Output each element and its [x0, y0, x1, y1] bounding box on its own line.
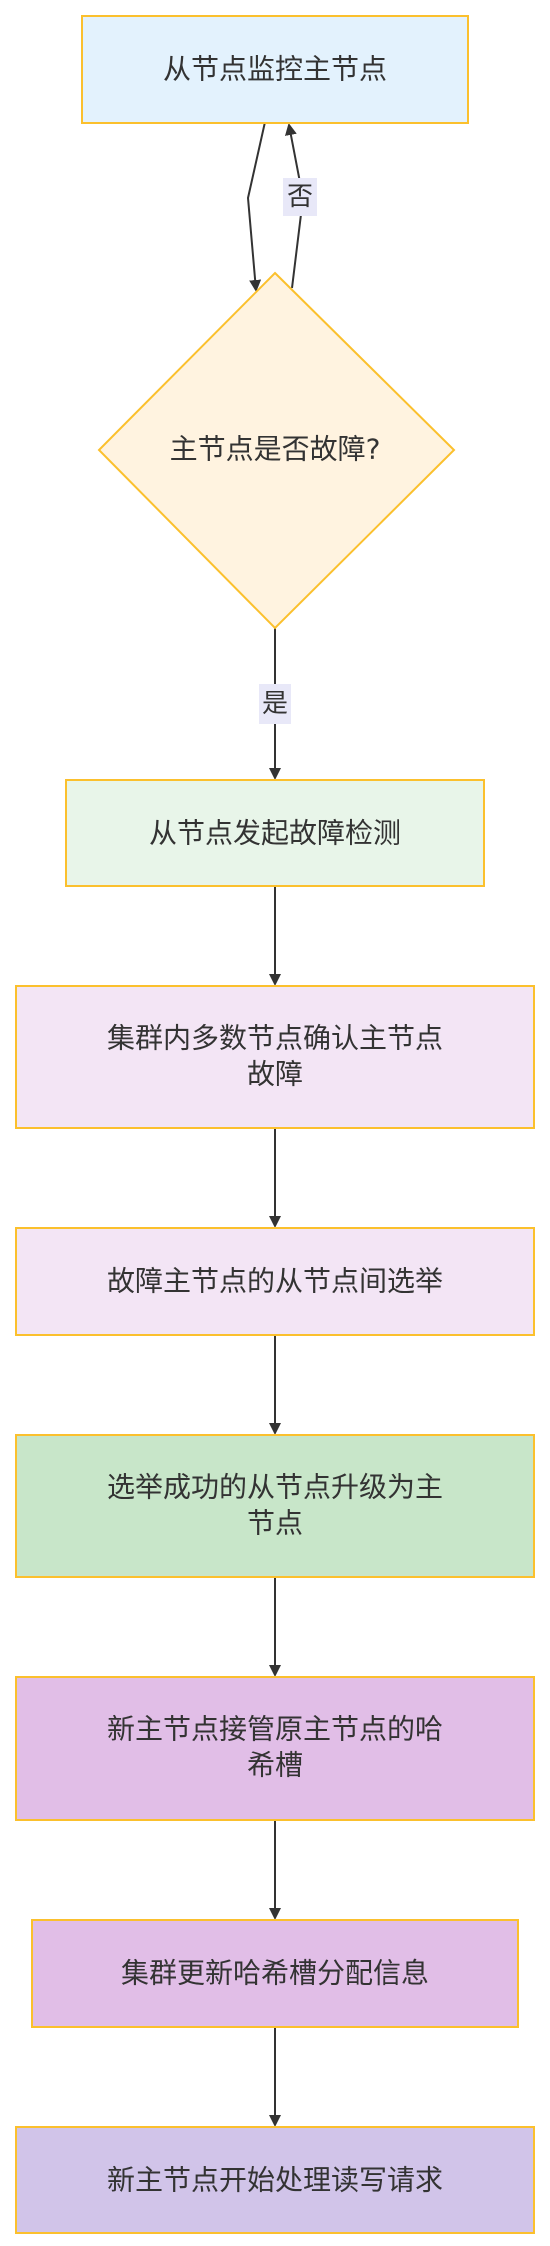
node-serve: 新主节点开始处理读写请求	[15, 2126, 535, 2234]
edge-labels: 否 是	[259, 178, 317, 724]
node-confirm-label-line-2: 故障	[247, 1058, 303, 1091]
edge-monitor-to-decision	[246, 121, 266, 292]
node-detect: 从节点发起故障检测	[65, 779, 485, 887]
node-takeover-label-line-2: 希槽	[247, 1749, 303, 1782]
node-promote-box	[15, 1434, 535, 1578]
node-serve-box	[15, 2126, 535, 2234]
edge-label-yes: 是	[259, 684, 291, 724]
node-confirm: 集群内多数节点确认主节点 故障	[15, 985, 535, 1129]
node-takeover: 新主节点接管原主节点的哈 希槽	[15, 1676, 535, 1821]
node-promote-label-line-1: 选举成功的从节点升级为主	[107, 1471, 443, 1504]
node-serve-label: 新主节点开始处理读写请求	[107, 2164, 443, 2197]
node-decision-diamond	[97, 271, 456, 630]
node-promote-label-line-2: 节点	[247, 1507, 303, 1540]
node-election-label: 故障主节点的从节点间选举	[107, 1265, 443, 1298]
node-detect-box	[65, 779, 485, 887]
node-takeover-label-line-1: 新主节点接管原主节点的哈	[107, 1713, 443, 1746]
node-decision: 主节点是否故障?	[97, 271, 456, 630]
node-detect-label: 从节点发起故障检测	[149, 817, 401, 850]
node-takeover-box	[15, 1676, 535, 1821]
edge-label-no-text: 否	[287, 182, 313, 212]
node-election: 故障主节点的从节点间选举	[15, 1227, 535, 1336]
node-decision-label: 主节点是否故障?	[170, 433, 381, 466]
node-election-box	[15, 1227, 535, 1336]
node-monitor: 从节点监控主节点	[81, 15, 469, 124]
node-update: 集群更新哈希槽分配信息	[31, 1919, 519, 2028]
node-promote: 选举成功的从节点升级为主 节点	[15, 1434, 535, 1578]
nodes: 从节点监控主节点 主节点是否故障? 从节点发起故障检测 集群内多数节点确认主节点…	[15, 15, 535, 2234]
node-monitor-box	[81, 15, 469, 124]
edge-label-no: 否	[283, 178, 317, 216]
node-confirm-label-line-1: 集群内多数节点确认主节点	[107, 1022, 443, 1055]
edge-label-yes-text: 是	[262, 689, 288, 719]
node-monitor-label: 从节点监控主节点	[163, 53, 387, 86]
node-update-label: 集群更新哈希槽分配信息	[121, 1957, 429, 1990]
node-update-box	[31, 1919, 519, 2028]
node-confirm-box	[15, 985, 535, 1129]
